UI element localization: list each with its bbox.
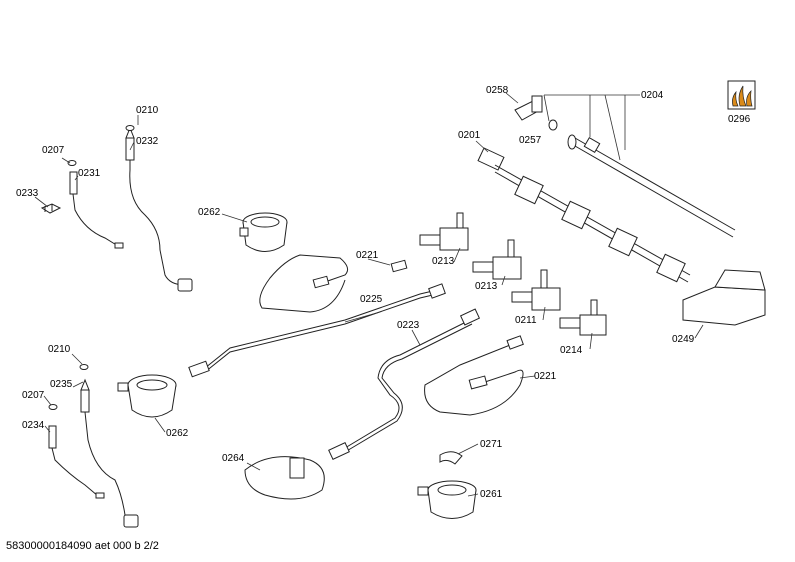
callout-0221b: 0221 [534, 371, 557, 382]
callout-0235: 0235 [50, 379, 73, 390]
callout-0249: 0249 [672, 334, 695, 345]
valve-0213b [472, 239, 522, 280]
gas-pipe-0221a [259, 254, 408, 313]
callout-0207a: 0207 [42, 145, 65, 156]
gas-pipe-0204 [567, 134, 736, 238]
callout-0296: 0296 [728, 114, 751, 125]
callout-0223: 0223 [397, 320, 420, 331]
callout-0211: 0211 [515, 315, 537, 326]
callout-0271: 0271 [480, 439, 503, 450]
washer-0207b [48, 404, 58, 410]
callout-0234: 0234 [22, 420, 45, 431]
callout-0257: 0257 [519, 135, 542, 146]
switch-block-0249 [682, 269, 766, 326]
burner-holder-0261 [417, 480, 477, 519]
washer-0210b [79, 364, 89, 370]
gas-pipe-0221b [424, 335, 524, 416]
leader-lines [34, 92, 704, 497]
callout-0204: 0204 [641, 90, 664, 101]
callout-labels: 0210 0232 0207 0231 0233 0262 0221 0225 … [16, 85, 751, 500]
callout-0233: 0233 [16, 188, 39, 199]
callout-0221a: 0221 [356, 250, 379, 261]
callout-0232: 0232 [136, 136, 159, 147]
thermocouple-0231 [69, 171, 124, 249]
burner-holder-0262b [117, 374, 177, 418]
callout-0258: 0258 [486, 85, 509, 96]
valve-0213a [419, 212, 469, 251]
valve-0214 [559, 299, 607, 336]
callout-0213a: 0213 [432, 256, 455, 267]
callout-0213b: 0213 [475, 281, 498, 292]
clip-0271 [439, 451, 463, 465]
gas-flame-icon [727, 80, 756, 110]
elbow-0258 [514, 95, 543, 121]
thermocouple-0234 [48, 425, 105, 499]
washer-0210a [125, 125, 135, 131]
callout-0214: 0214 [560, 345, 583, 356]
gas-manifold-0201 [477, 147, 691, 283]
clip-0233 [40, 203, 62, 214]
callout-0231: 0231 [78, 168, 101, 179]
thermocouple-0232 [125, 126, 193, 292]
callout-0210a: 0210 [136, 105, 159, 116]
gas-pipe-0225 [188, 283, 446, 378]
burner-holder-0262a [239, 212, 288, 252]
callout-0261: 0261 [480, 489, 503, 500]
callout-0207b: 0207 [22, 390, 45, 401]
callout-0201: 0201 [458, 130, 481, 141]
thermocouple-0235 [80, 378, 139, 528]
callout-0262a: 0262 [198, 207, 221, 218]
callout-0225: 0225 [360, 294, 383, 305]
valve-0211 [511, 269, 561, 311]
washer-0257 [548, 119, 558, 131]
gas-pipe-0223 [328, 308, 481, 460]
callout-0262b: 0262 [166, 428, 189, 439]
callout-0264: 0264 [222, 453, 245, 464]
callout-0210b: 0210 [48, 344, 71, 355]
burner-base-0264 [244, 456, 325, 500]
washer-0207a [67, 160, 77, 166]
document-footer-id: 58300000184090 aet 000 b 2/2 [6, 540, 159, 552]
